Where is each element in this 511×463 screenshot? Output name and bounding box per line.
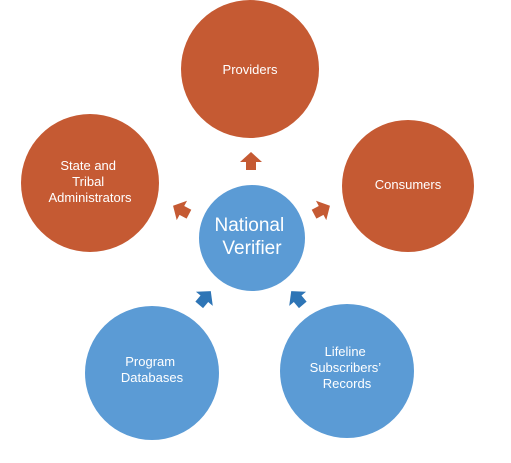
lifeline-subscribers-records-label: Lifeline Subscribers’ Records (310, 344, 385, 391)
program-databases-label-line-2: Databases (121, 370, 184, 385)
consumers-label: Consumers (375, 177, 442, 192)
lifeline-subscribers-records-label-line-2: Subscribers’ (310, 360, 382, 375)
providers-node (181, 0, 319, 138)
arrow-to-state-tribal-administrators (173, 200, 192, 221)
consumers-label-line: Consumers (375, 177, 442, 192)
national-verifier-node (197, 183, 307, 293)
national-verifier-label: National Verifier (215, 215, 290, 259)
lifeline-subscribers-records-node (280, 304, 414, 438)
arrow-from-program-databases (195, 291, 213, 309)
consumers-node (342, 120, 474, 252)
program-databases-label-line-1: Program (125, 354, 175, 369)
providers-label: Providers (223, 62, 278, 77)
arrow-to-consumers (311, 200, 330, 221)
state-tribal-administrators-node (21, 114, 159, 252)
lifeline-subscribers-records-label-line-3: Records (323, 376, 372, 391)
state-tribal-administrators-label-line-2: Tribal (72, 174, 104, 189)
arrow-from-lifeline-subscribers-records (289, 291, 307, 309)
providers-label-line: Providers (223, 62, 278, 77)
arrow-to-providers (240, 152, 262, 170)
state-tribal-administrators-label: State and Tribal Administrators (48, 158, 132, 205)
state-tribal-administrators-label-line-3: Administrators (48, 190, 132, 205)
program-databases-node (85, 306, 219, 440)
national-verifier-label-line-2: Verifier (222, 238, 282, 259)
program-databases-label: Program Databases (121, 354, 184, 385)
state-tribal-administrators-label-line-1: State and (60, 158, 116, 173)
national-verifier-label-line-1: National (215, 215, 285, 236)
lifeline-subscribers-records-label-line-1: Lifeline (325, 344, 366, 359)
